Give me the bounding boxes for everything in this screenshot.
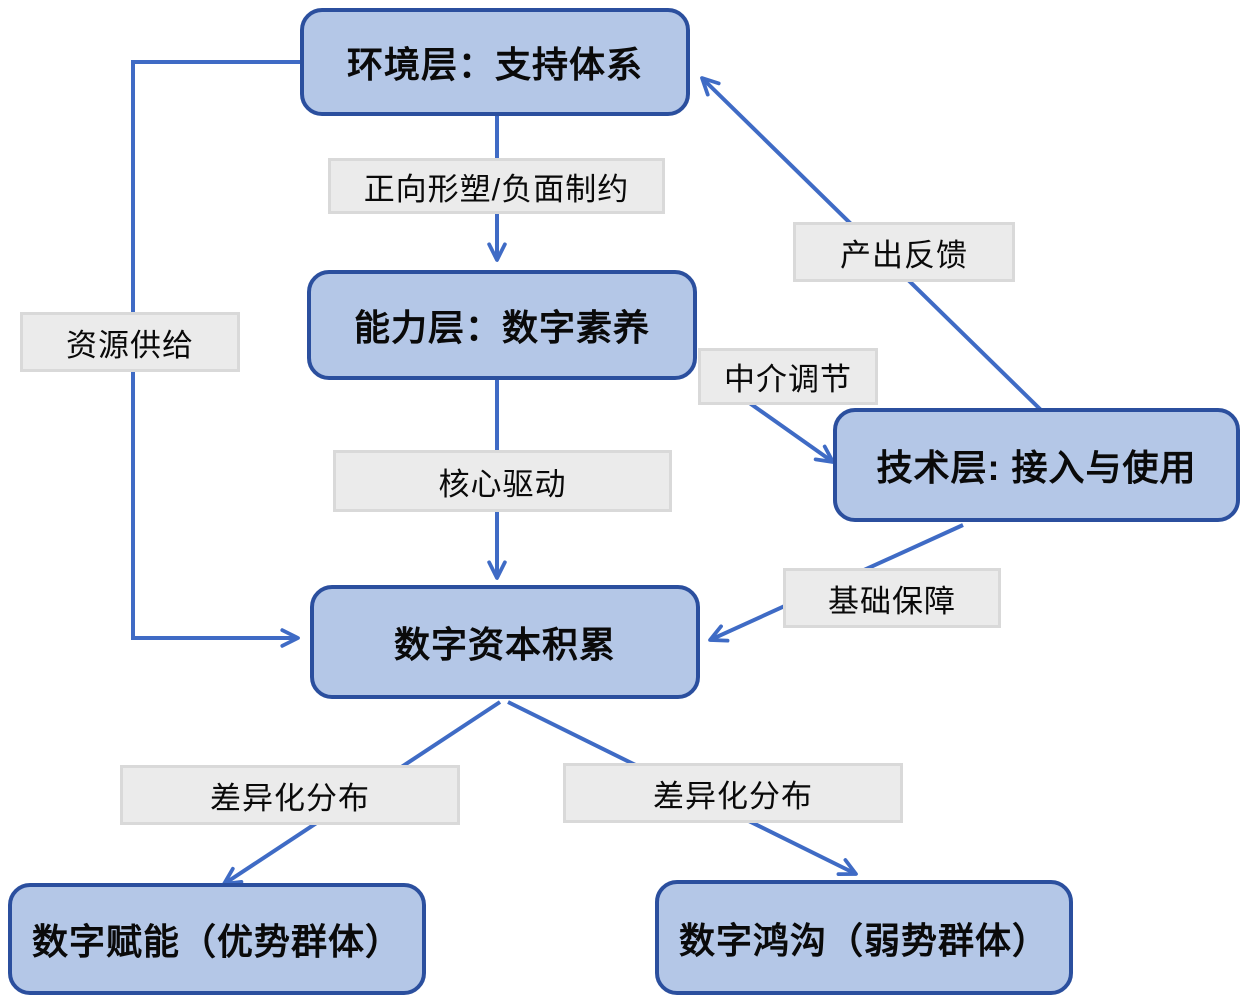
node-digital-divide: 数字鸿沟（弱势群体） [655,880,1073,995]
node-digital-capital: 数字资本积累 [310,585,700,699]
edge-label-shaping: 正向形塑/负面制约 [328,158,665,214]
node-capability-layer: 能力层：数字素养 [307,270,697,380]
node-digital-empowerment: 数字赋能（优势群体） [8,883,426,995]
edge-label-foundation: 基础保障 [783,568,1001,628]
node-technology-layer: 技术层: 接入与使用 [833,408,1240,522]
edge-label-differential-distribution-left: 差异化分布 [120,765,460,825]
edge-label-core-drive: 核心驱动 [333,450,672,512]
edge-label-resource-supply: 资源供给 [20,312,240,372]
edge-label-output-feedback: 产出反馈 [793,222,1015,282]
edge-label-differential-distribution-right: 差异化分布 [563,763,903,823]
node-environment-layer: 环境层：支持体系 [300,8,690,116]
edge-label-mediation: 中介调节 [698,348,878,405]
